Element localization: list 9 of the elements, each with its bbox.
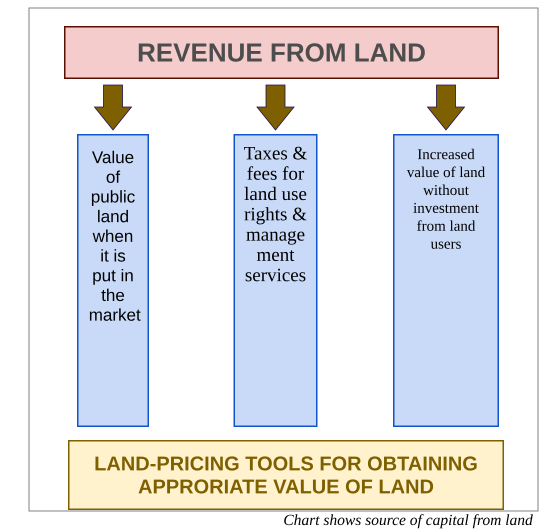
column-box: Value of public land when it is put in the market xyxy=(77,134,149,427)
column-box: Taxes & fees for land use rights & manage ment services xyxy=(234,134,318,427)
footer-box: LAND-PRICING TOOLS FOR OBTAINING APPRORIATE VALUE OF LAND xyxy=(68,440,504,510)
caption: Chart shows source of capital from land xyxy=(284,514,533,528)
block-arrow xyxy=(94,84,132,131)
banner-box: REVENUE FROM LAND xyxy=(64,26,499,79)
block-arrow xyxy=(426,84,466,131)
block-arrow xyxy=(256,84,295,131)
column-box: Increased value of land without investment from land users xyxy=(393,134,499,427)
